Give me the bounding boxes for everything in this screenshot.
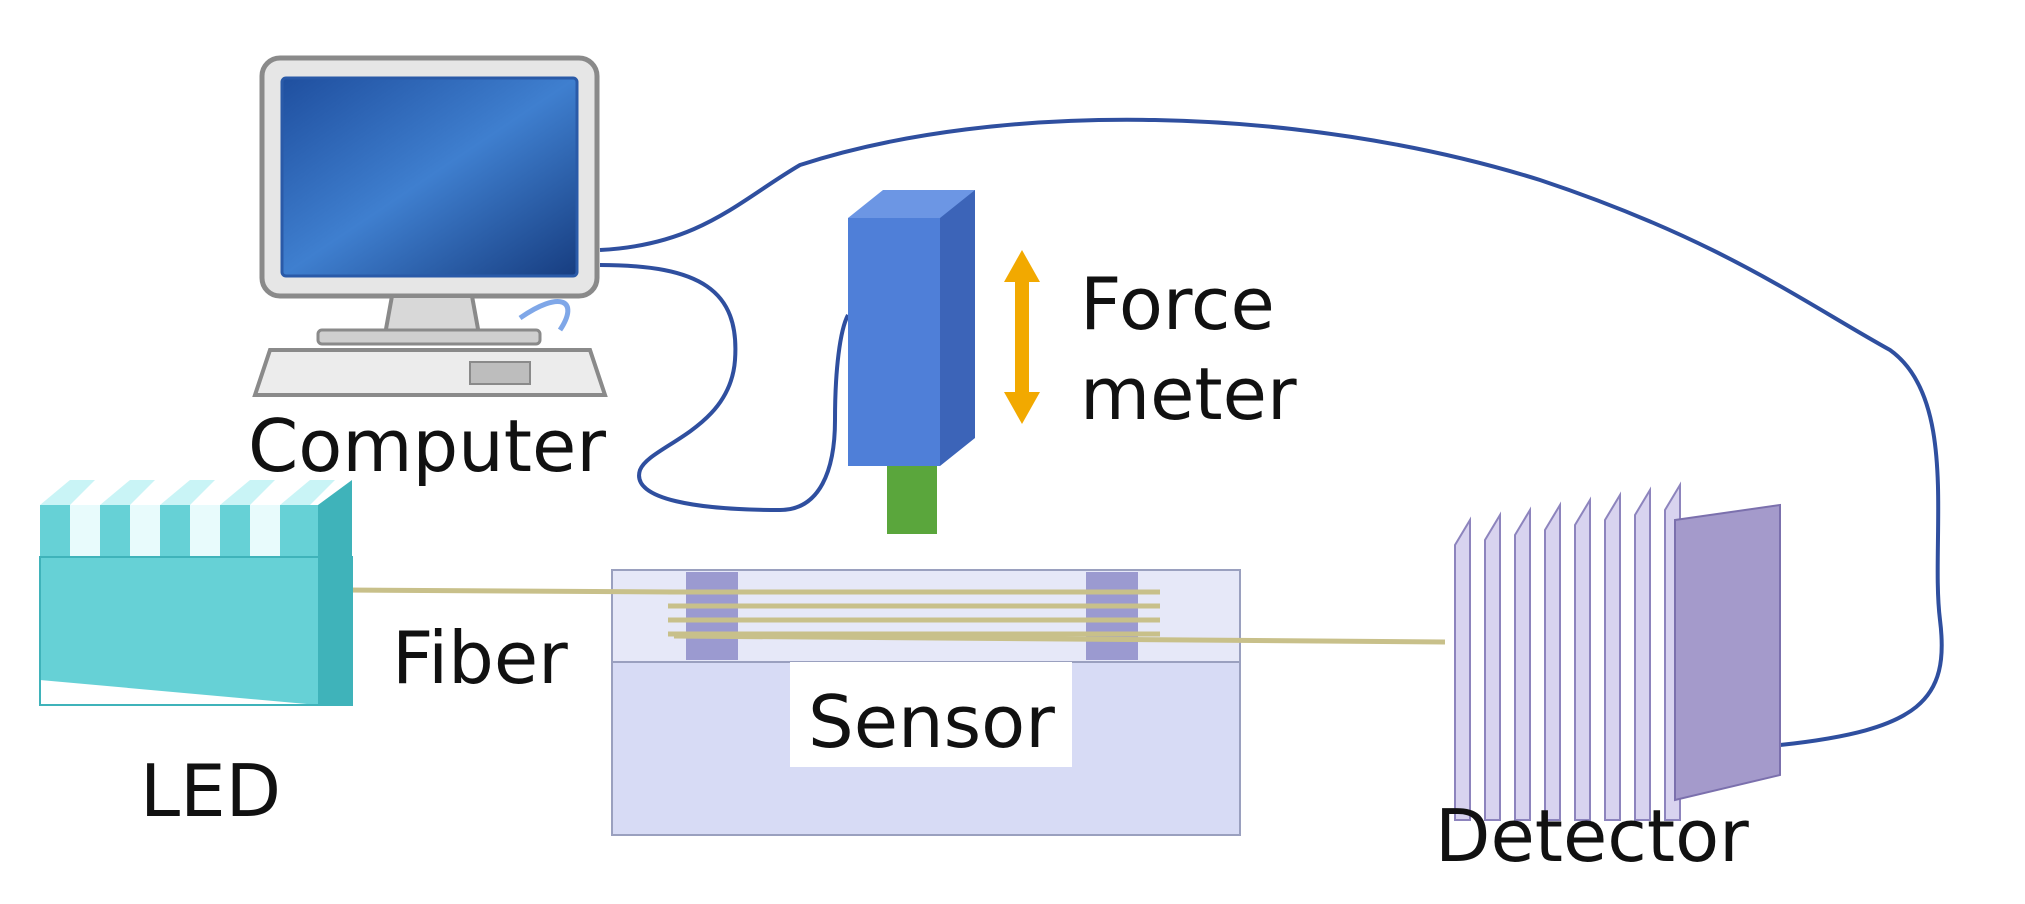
- computer-cable-light: [518, 299, 571, 332]
- detector-label: Detector: [1435, 794, 1749, 878]
- force-meter-label-line2: meter: [1080, 352, 1297, 436]
- led-label: LED: [140, 749, 282, 833]
- led-source-icon: [39, 480, 353, 706]
- computer-icon: [252, 55, 608, 397]
- fiber-line: [344, 587, 1446, 645]
- force-meter-label-line1: Force: [1080, 262, 1275, 346]
- force-meter-icon: [848, 190, 975, 534]
- sensor-block: [611, 569, 1241, 836]
- detector-icon: [1454, 481, 1781, 821]
- cable-computer-detector: [599, 117, 1944, 747]
- computer-label: Computer: [248, 404, 606, 488]
- sensor-label: Sensor: [808, 680, 1055, 764]
- double-arrow-icon: [1004, 250, 1040, 424]
- fiber-label: Fiber: [392, 616, 568, 700]
- cable-computer-forcemeter: [599, 263, 850, 513]
